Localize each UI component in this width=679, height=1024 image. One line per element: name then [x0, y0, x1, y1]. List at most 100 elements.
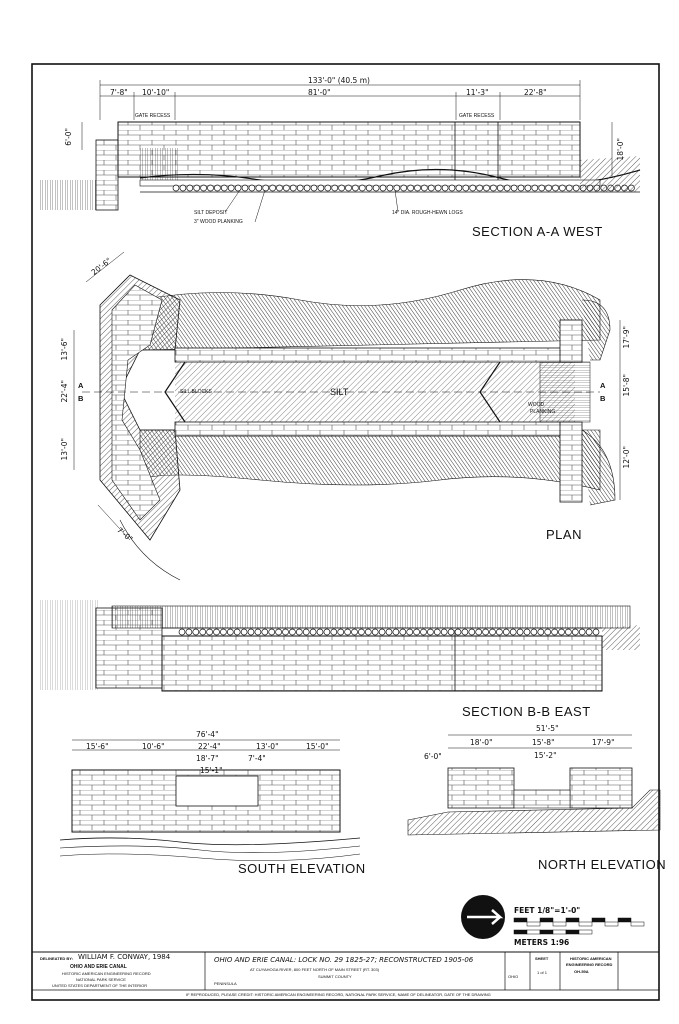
plan-cut-a-right: A [600, 381, 606, 390]
plan-title: PLAN [546, 527, 582, 542]
scale-segment [630, 921, 645, 927]
south-dim-4: 13'-0" [256, 742, 279, 751]
log-section [461, 628, 469, 636]
log-section [248, 184, 256, 192]
log-section [289, 628, 296, 636]
section-bb-title: SECTION B-B EAST [462, 704, 591, 719]
log-section [337, 628, 345, 636]
log-section [413, 628, 420, 636]
scale-segment [565, 917, 580, 923]
scale-meters-label: METERS 1:96 [514, 938, 570, 947]
log-section [585, 628, 593, 636]
south-inner-2: 7'-4" [248, 754, 266, 763]
north-elevation-title: NORTH ELEVATION [538, 857, 667, 872]
delineator-name: WILLIAM F. CONWAY, 1984 [78, 953, 171, 961]
log-section [531, 184, 539, 192]
log-section [303, 184, 311, 192]
section-aa-dim-1: 7'-8" [110, 88, 128, 97]
south-inner-1: 18'-7" [196, 754, 219, 763]
scale-segment [591, 917, 606, 923]
section-aa-dim-4: 11'-3" [466, 88, 489, 97]
log-section [371, 628, 379, 636]
log-section [440, 628, 448, 636]
log-section [269, 184, 276, 192]
log-section [172, 184, 180, 192]
log-section [393, 184, 401, 192]
south-dim-3: 22'-4" [198, 742, 221, 751]
log-section [295, 628, 303, 636]
log-section [316, 628, 324, 636]
log-section [178, 628, 186, 636]
scale-segment [578, 921, 593, 927]
north-dim-3: 17'-9" [592, 738, 615, 747]
scale-segment [513, 917, 528, 923]
state-label: OHIO [508, 974, 519, 979]
plan-drawing [73, 251, 621, 581]
log-section [351, 628, 358, 636]
north-overall-dim: 51'-5" [536, 724, 559, 733]
log-section [261, 628, 269, 636]
scale-segment [526, 921, 541, 927]
scale-segment [552, 921, 567, 927]
scale-segment-metric [539, 929, 554, 935]
log-section [372, 184, 380, 192]
log-section [462, 184, 470, 192]
log-section [510, 184, 518, 192]
log-section [276, 184, 283, 192]
log-section [392, 628, 400, 636]
scale-segment-metric [552, 929, 567, 935]
log-section [226, 628, 234, 636]
log-section [289, 184, 297, 192]
log-section [421, 184, 428, 192]
log-section [310, 184, 318, 192]
section-aa-dim-5: 22'-8" [524, 88, 547, 97]
agency-line-2: NATIONAL PARK SERVICE [76, 977, 126, 982]
south-elevation-title: SOUTH ELEVATION [238, 861, 366, 876]
plan-dim-left-2: 22'-4" [60, 380, 69, 403]
scale-segment-metric [526, 929, 541, 935]
log-section [186, 184, 194, 192]
drawing-main-title: OHIO AND ERIE CANAL: LOCK NO. 29 1825-27… [214, 956, 474, 964]
log-section [247, 628, 255, 636]
logs-note: 14" DIA. ROUGH-HEWN LOGS [392, 210, 463, 216]
section-aa-right-height: 18'-0" [616, 138, 625, 161]
log-section [275, 628, 282, 636]
log-section [379, 184, 387, 192]
drawing-sub-title: AT CUYAHOGA RIVER, 800 FEET NORTH OF MAI… [250, 967, 380, 972]
log-section [399, 628, 407, 636]
delineated-by-label: DELINEATED BY: [40, 956, 73, 961]
scale-segment [539, 917, 554, 923]
log-section [420, 628, 427, 636]
log-section [434, 184, 442, 192]
log-section [364, 628, 372, 636]
log-section [433, 628, 441, 636]
log-section [207, 184, 214, 192]
section-bb-drawing [40, 600, 640, 692]
log-section [282, 628, 289, 636]
plan-wood-label: WOOD [528, 402, 545, 408]
log-section [331, 184, 339, 192]
log-section [523, 628, 531, 636]
log-section [193, 184, 201, 192]
log-section [571, 628, 579, 636]
log-section [296, 184, 304, 192]
gate-recess-left-label: GATE RECESS [135, 113, 171, 119]
south-elevation-drawing [59, 739, 361, 861]
log-section [544, 628, 552, 636]
county-label: SUMMIT COUNTY [318, 974, 352, 979]
plan-dim-left-1: 13'-6" [60, 338, 69, 361]
log-section [214, 184, 221, 192]
sill-blocks-label: SILL BLOCKS [180, 389, 212, 395]
log-section [240, 628, 248, 636]
log-section [441, 184, 449, 192]
log-section [323, 628, 331, 636]
log-section [407, 184, 414, 192]
section-aa-title: SECTION A-A WEST [472, 224, 603, 239]
log-section [427, 628, 434, 636]
log-section [192, 628, 200, 636]
log-section [483, 184, 490, 192]
log-section [592, 628, 600, 636]
log-section [233, 628, 241, 636]
log-section [447, 628, 455, 636]
log-section [262, 184, 270, 192]
